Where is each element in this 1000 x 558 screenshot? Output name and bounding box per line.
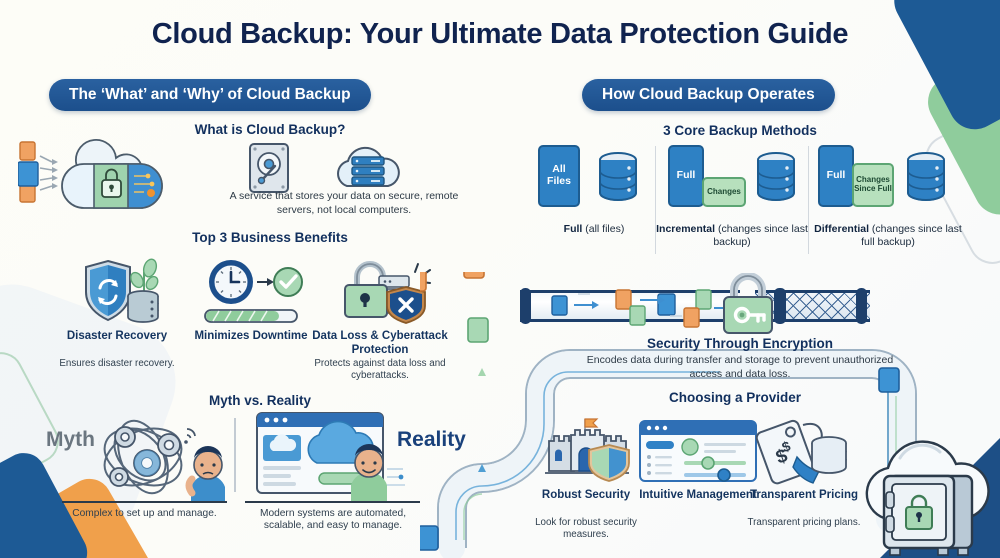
method-caption: Incremental (changes since last backup) bbox=[652, 223, 812, 249]
database-stack-icon bbox=[904, 151, 948, 212]
business-benefits-title: Top 3 Business Benefits bbox=[192, 230, 348, 245]
methods-divider-1 bbox=[655, 146, 656, 254]
padlock-server-shield-x-icon bbox=[335, 258, 431, 329]
full-bar-label: Full bbox=[668, 145, 704, 207]
dashboard-sliders-icon bbox=[638, 419, 758, 488]
myth-caption: Complex to set up and manage. bbox=[72, 508, 217, 519]
pipe-docs-flow bbox=[520, 288, 867, 328]
hard-drive-icon bbox=[248, 142, 290, 199]
section-badge-what-and-why: The ‘What’ and ‘Why’ of Cloud Backup bbox=[49, 79, 371, 111]
backup-method-full: All Files Full (all files) bbox=[538, 145, 650, 255]
benefit-title: Disaster Recovery bbox=[66, 330, 168, 342]
section-badge-how-it-operates: How Cloud Backup Operates bbox=[582, 79, 835, 111]
provider-title: Intuitive Management bbox=[639, 489, 757, 501]
database-stack-icon bbox=[754, 151, 798, 212]
method-caption-rest: (changes since last full backup) bbox=[861, 223, 962, 249]
encryption-title: Security Through Encryption bbox=[646, 336, 833, 351]
backup-methods-title: 3 Core Backup Methods bbox=[663, 123, 817, 138]
backup-method-incremental: Full Changes Incremental (changes since … bbox=[656, 145, 808, 255]
provider-title: Transparent Pricing bbox=[749, 489, 858, 501]
reality-caption: Modern systems are automated, scalable, … bbox=[259, 508, 407, 532]
page-title: Cloud Backup: Your Ultimate Data Protect… bbox=[151, 18, 849, 50]
shield-refresh-database-icon bbox=[82, 258, 162, 329]
myth-rule bbox=[62, 501, 227, 503]
full-bar-label: All Files bbox=[538, 145, 580, 207]
reality-label: Reality bbox=[397, 428, 466, 451]
reality-rule bbox=[245, 501, 420, 503]
method-caption-rest: (changes since last backup) bbox=[713, 223, 808, 249]
myth-reality-divider bbox=[234, 418, 236, 492]
benefit-subtitle: Ensures disaster recovery. bbox=[59, 358, 175, 369]
backup-method-differential: Full Changes Since Full Differential (ch… bbox=[814, 145, 962, 255]
myth-label: Myth bbox=[46, 428, 95, 451]
myth-vs-reality-title: Myth vs. Reality bbox=[208, 393, 312, 408]
method-caption-rest: (all files) bbox=[582, 223, 625, 235]
provider-title: Robust Security bbox=[541, 489, 631, 501]
what-is-cloud-backup-body: A service that stores your data on secur… bbox=[229, 190, 459, 216]
provider-subtitle: Look for robust security measures. bbox=[535, 517, 637, 540]
changes-bar-label: Changes bbox=[702, 177, 746, 207]
changes-bar-label: Changes Since Full bbox=[852, 163, 894, 207]
method-caption: Differential (changes since last full ba… bbox=[808, 223, 968, 249]
full-bar-label: Full bbox=[818, 145, 854, 207]
cloud-lock-backup-illustration bbox=[17, 128, 198, 220]
padlock-key-icon bbox=[718, 272, 778, 340]
methods-divider-2 bbox=[808, 146, 809, 254]
encryption-body: Encodes data during transfer and storage… bbox=[586, 354, 894, 380]
benefit-title: Minimizes Downtime bbox=[194, 330, 308, 342]
choosing-provider-title: Choosing a Provider bbox=[668, 390, 802, 405]
benefit-subtitle: Protects against data loss and cyberatta… bbox=[314, 358, 446, 381]
clock-check-progress-icon bbox=[199, 258, 305, 329]
provider-subtitle: Transparent pricing plans. bbox=[747, 517, 861, 528]
what-is-cloud-backup-title: What is Cloud Backup? bbox=[194, 122, 346, 137]
method-caption-bold: Differential bbox=[814, 223, 870, 235]
price-tag-coins-icon: $ $ bbox=[751, 417, 856, 490]
method-caption: Full (all files) bbox=[514, 223, 674, 236]
method-caption-bold: Full bbox=[563, 223, 583, 235]
database-stack-icon bbox=[596, 151, 640, 212]
cloud-server-icon bbox=[333, 144, 403, 199]
benefit-title: Data Loss & Cyberattack Protection bbox=[312, 330, 448, 356]
castle-shield-icon bbox=[541, 415, 633, 488]
cloud-safe-vault-icon bbox=[862, 418, 1000, 558]
method-caption-bold: Incremental bbox=[656, 223, 716, 235]
tangled-gears-confused-person-icon bbox=[95, 415, 225, 508]
dashboard-cloud-happy-person-icon bbox=[255, 411, 405, 508]
